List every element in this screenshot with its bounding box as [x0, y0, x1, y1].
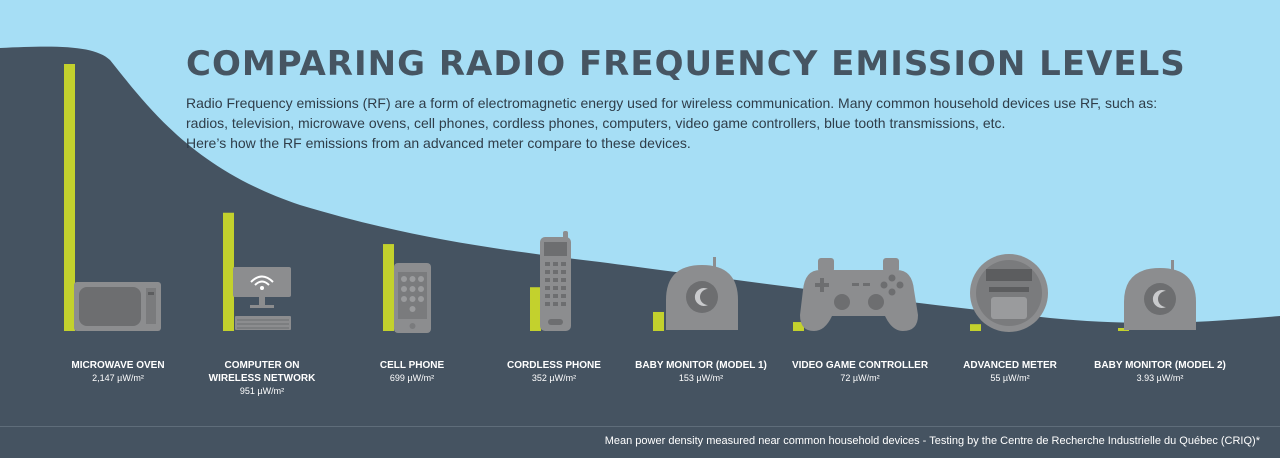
emission-bar	[793, 322, 804, 331]
baby-monitor-icon	[666, 257, 738, 330]
device-label: VIDEO GAME CONTROLLER 72 µW/m²	[785, 359, 935, 384]
computer-wifi-icon	[233, 267, 291, 330]
intro-line: Radio Frequency emissions (RF) are a for…	[186, 95, 1158, 111]
hill-area	[0, 46, 1280, 458]
bars-group	[64, 64, 1129, 331]
device-label: ADVANCED METER 55 µW/m²	[935, 359, 1085, 384]
cell-phone-icon	[394, 263, 431, 333]
device-value: 699 µW/m²	[389, 373, 435, 383]
intro-text: Radio Frequency emissions (RF) are a for…	[186, 93, 1266, 153]
device-label: COMPUTER ON WIRELESS NETWORK 951 µW/m²	[187, 359, 337, 397]
device-label: CELL PHONE 699 µW/m²	[337, 359, 487, 384]
device-name: MICROWAVE OVEN	[71, 360, 165, 371]
device-name: BABY MONITOR (MODEL 2)	[1094, 360, 1226, 371]
device-name: VIDEO GAME CONTROLLER	[791, 360, 929, 371]
device-value: 352 µW/m²	[531, 373, 577, 383]
device-name: BABY MONITOR (MODEL 1)	[635, 360, 767, 371]
device-value: 55 µW/m²	[990, 373, 1030, 383]
intro-line: radios, television, microwave ovens, cel…	[186, 115, 1006, 131]
emission-bar	[64, 64, 75, 331]
device-label: MICROWAVE OVEN 2,147 µW/m²	[43, 359, 193, 384]
emission-bar	[653, 311, 664, 331]
emission-bar	[530, 287, 541, 331]
emission-bar	[223, 212, 234, 331]
emission-bar	[383, 244, 394, 331]
device-label: BABY MONITOR (MODEL 2) 3.93 µW/m²	[1085, 359, 1235, 384]
device-value: 153 µW/m²	[678, 373, 724, 383]
emission-bar	[970, 324, 981, 331]
emission-bar	[1118, 328, 1129, 331]
footnote: Mean power density measured near common …	[604, 435, 1260, 447]
microwave-oven-icon	[74, 282, 161, 331]
device-name: CELL PHONE	[379, 360, 445, 371]
cordless-phone-icon	[540, 231, 571, 331]
intro-line: Here’s how the RF emissions from an adva…	[186, 135, 691, 151]
device-name: ADVANCED METER	[963, 360, 1057, 371]
device-name: COMPUTER ON WIRELESS NETWORK	[208, 360, 316, 384]
device-label: BABY MONITOR (MODEL 1) 153 µW/m²	[626, 359, 776, 384]
device-value: 72 µW/m²	[840, 373, 880, 383]
baby-monitor-icon	[1124, 260, 1196, 330]
divider	[0, 426, 1280, 427]
device-label: CORDLESS PHONE 352 µW/m²	[479, 359, 629, 384]
advanced-meter-icon	[970, 254, 1048, 332]
device-value: 951 µW/m²	[239, 386, 285, 396]
game-controller-icon	[800, 258, 918, 331]
device-name: CORDLESS PHONE	[507, 360, 601, 371]
device-value: 2,147 µW/m²	[92, 373, 144, 383]
page-title: COMPARING RADIO FREQUENCY EMISSION LEVEL…	[186, 44, 1186, 84]
device-value: 3.93 µW/m²	[1136, 373, 1184, 383]
